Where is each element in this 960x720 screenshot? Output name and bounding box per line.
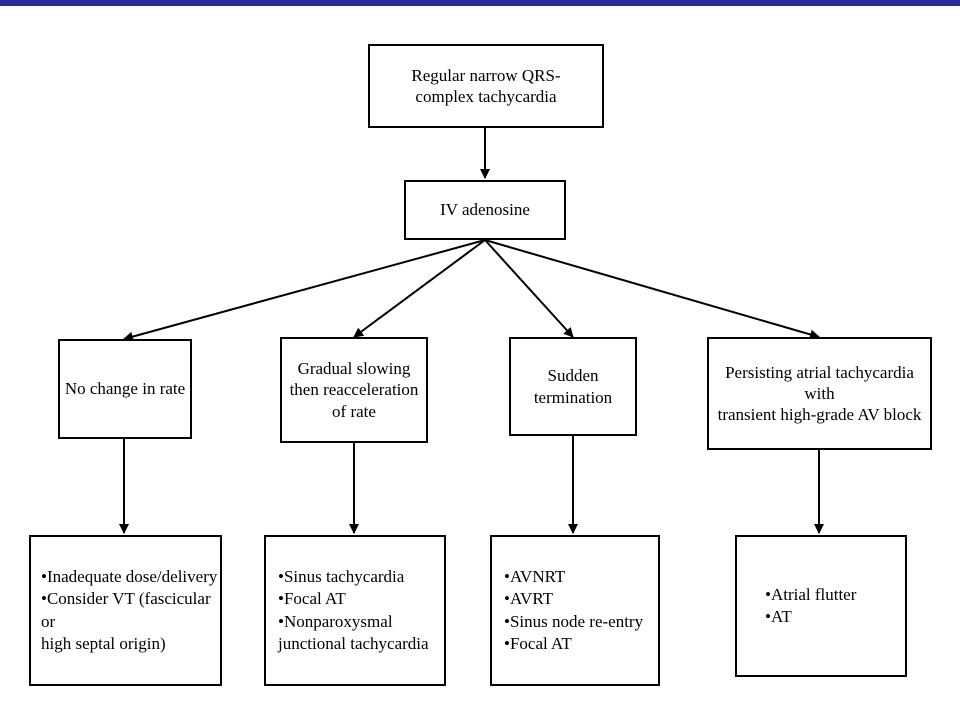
response-label: Persisting atrial tachycardia with trans… bbox=[717, 362, 922, 425]
outcome-gradual-slowing-box: •Sinus tachycardia •Focal AT •Nonparoxys… bbox=[264, 535, 446, 686]
outcome-item: •Consider VT (fascicular or high septal … bbox=[41, 589, 211, 653]
outcome-item: •AVNRT bbox=[504, 567, 566, 587]
outcome-item: •Focal AT bbox=[504, 633, 572, 653]
root-box: Regular narrow QRS- complex tachycardia bbox=[368, 44, 604, 128]
adenosine-box: IV adenosine bbox=[404, 180, 566, 240]
response-no-change-box: No change in rate bbox=[58, 339, 192, 439]
response-gradual-slowing-box: Gradual slowing then reacceleration of r… bbox=[280, 337, 428, 443]
outcome-persisting-at-box: •Atrial flutter •AT bbox=[735, 535, 907, 677]
arrow-to-persisting-at bbox=[484, 239, 820, 340]
response-sudden-termination-box: Sudden termination bbox=[509, 337, 637, 436]
top-accent-bar bbox=[0, 0, 960, 6]
outcome-item: •Nonparoxysmal junctional tachycardia bbox=[278, 611, 429, 653]
response-label: No change in rate bbox=[64, 379, 186, 399]
outcome-no-change-box: •Inadequate dose/delivery •Consider VT (… bbox=[29, 535, 222, 686]
response-persisting-at-box: Persisting atrial tachycardia with trans… bbox=[707, 337, 932, 450]
response-label: Gradual slowing then reacceleration of r… bbox=[289, 359, 419, 421]
arrow-to-no-change bbox=[123, 239, 486, 342]
outcome-item: •AVRT bbox=[504, 589, 554, 609]
response-label: Sudden termination bbox=[533, 366, 613, 407]
outcome-item: •Sinus node re-entry bbox=[504, 611, 644, 631]
root-label: Regular narrow QRS- complex tachycardia bbox=[411, 65, 561, 106]
adenosine-label: IV adenosine bbox=[440, 200, 530, 220]
outcome-item: •AT bbox=[765, 607, 792, 626]
outcome-item: •Inadequate dose/delivery bbox=[41, 567, 218, 587]
arrow-to-gradual-slowing bbox=[353, 239, 486, 338]
arrow-to-sudden-termination bbox=[484, 239, 574, 338]
outcome-item: •Atrial flutter bbox=[765, 584, 857, 604]
outcome-item: •Focal AT bbox=[278, 589, 346, 609]
outcome-item: •Sinus tachycardia bbox=[278, 567, 405, 587]
outcome-sudden-termination-box: •AVNRT •AVRT •Sinus node re-entry •Focal… bbox=[490, 535, 660, 686]
